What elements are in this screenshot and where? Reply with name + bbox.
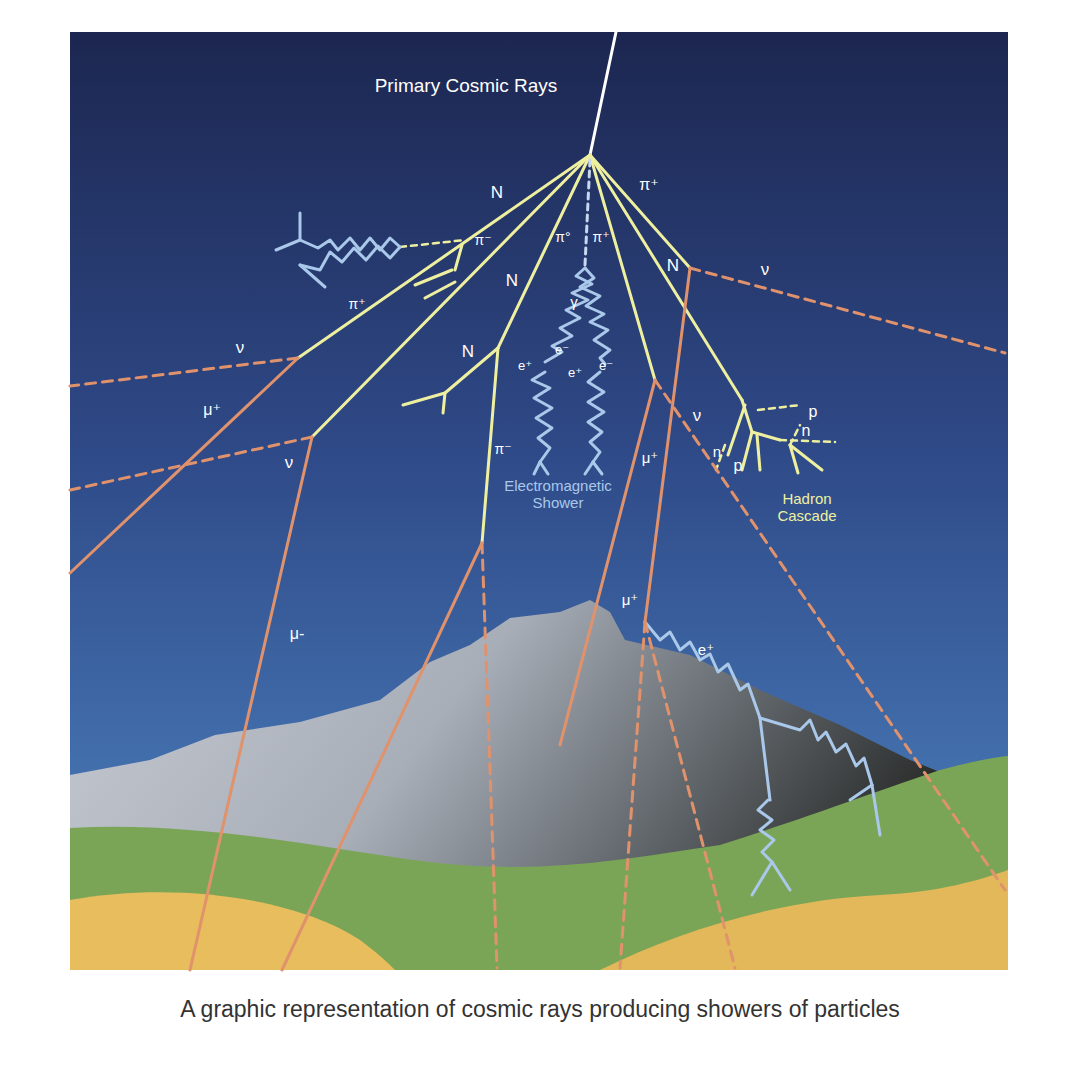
- sky: [70, 32, 1008, 970]
- particle-label: π⁻: [474, 233, 491, 248]
- particle-label: N: [491, 184, 503, 203]
- neutral-pion: [585, 160, 590, 265]
- particle-label: n: [713, 444, 721, 461]
- particle-label: p: [809, 403, 818, 421]
- muon-tracks: [70, 268, 690, 970]
- particle-label: ν: [285, 454, 294, 473]
- particle-label: e⁻: [599, 359, 613, 373]
- caption: A graphic representation of cosmic rays …: [0, 996, 1080, 1023]
- region-label: Hadron Cascade: [762, 491, 852, 524]
- ground: [600, 870, 1008, 970]
- particle-label: N: [667, 257, 679, 276]
- neutrino-tracks: [70, 268, 1005, 968]
- ground: [70, 892, 395, 970]
- particle-label: p: [734, 457, 743, 475]
- particle-label: π⁺: [592, 230, 609, 245]
- title-label: Primary Cosmic Rays: [375, 76, 558, 97]
- particle-label: μ-: [290, 625, 305, 643]
- green-hills: [70, 756, 1008, 970]
- region-label: Electromagnetic Shower: [491, 478, 626, 511]
- particle-label: e⁺: [698, 642, 714, 659]
- particle-label: μ⁺: [642, 450, 659, 467]
- particle-label: N: [462, 343, 474, 362]
- particle-label: N: [506, 272, 518, 291]
- particle-label: γ: [570, 294, 578, 311]
- particle-label: π⁺: [348, 297, 365, 312]
- particle-label: π⁻: [494, 442, 511, 457]
- hadron-dashes: [400, 240, 835, 470]
- mountain: [70, 600, 1008, 970]
- particle-label: π⁺: [639, 176, 658, 194]
- particle-label: π°: [555, 230, 570, 245]
- particle-label: e⁻: [555, 343, 569, 357]
- hadron-tracks: [298, 155, 822, 543]
- particle-label: n: [802, 422, 811, 440]
- particle-label: ν: [236, 339, 245, 358]
- particle-label: μ⁺: [203, 401, 221, 419]
- primary-ray: [590, 32, 616, 155]
- particle-label: e⁺: [568, 366, 582, 380]
- particle-label: e⁺: [518, 359, 532, 373]
- particle-label: ν: [693, 407, 702, 426]
- particle-label: ν: [761, 261, 770, 280]
- particle-label: μ⁺: [622, 592, 639, 609]
